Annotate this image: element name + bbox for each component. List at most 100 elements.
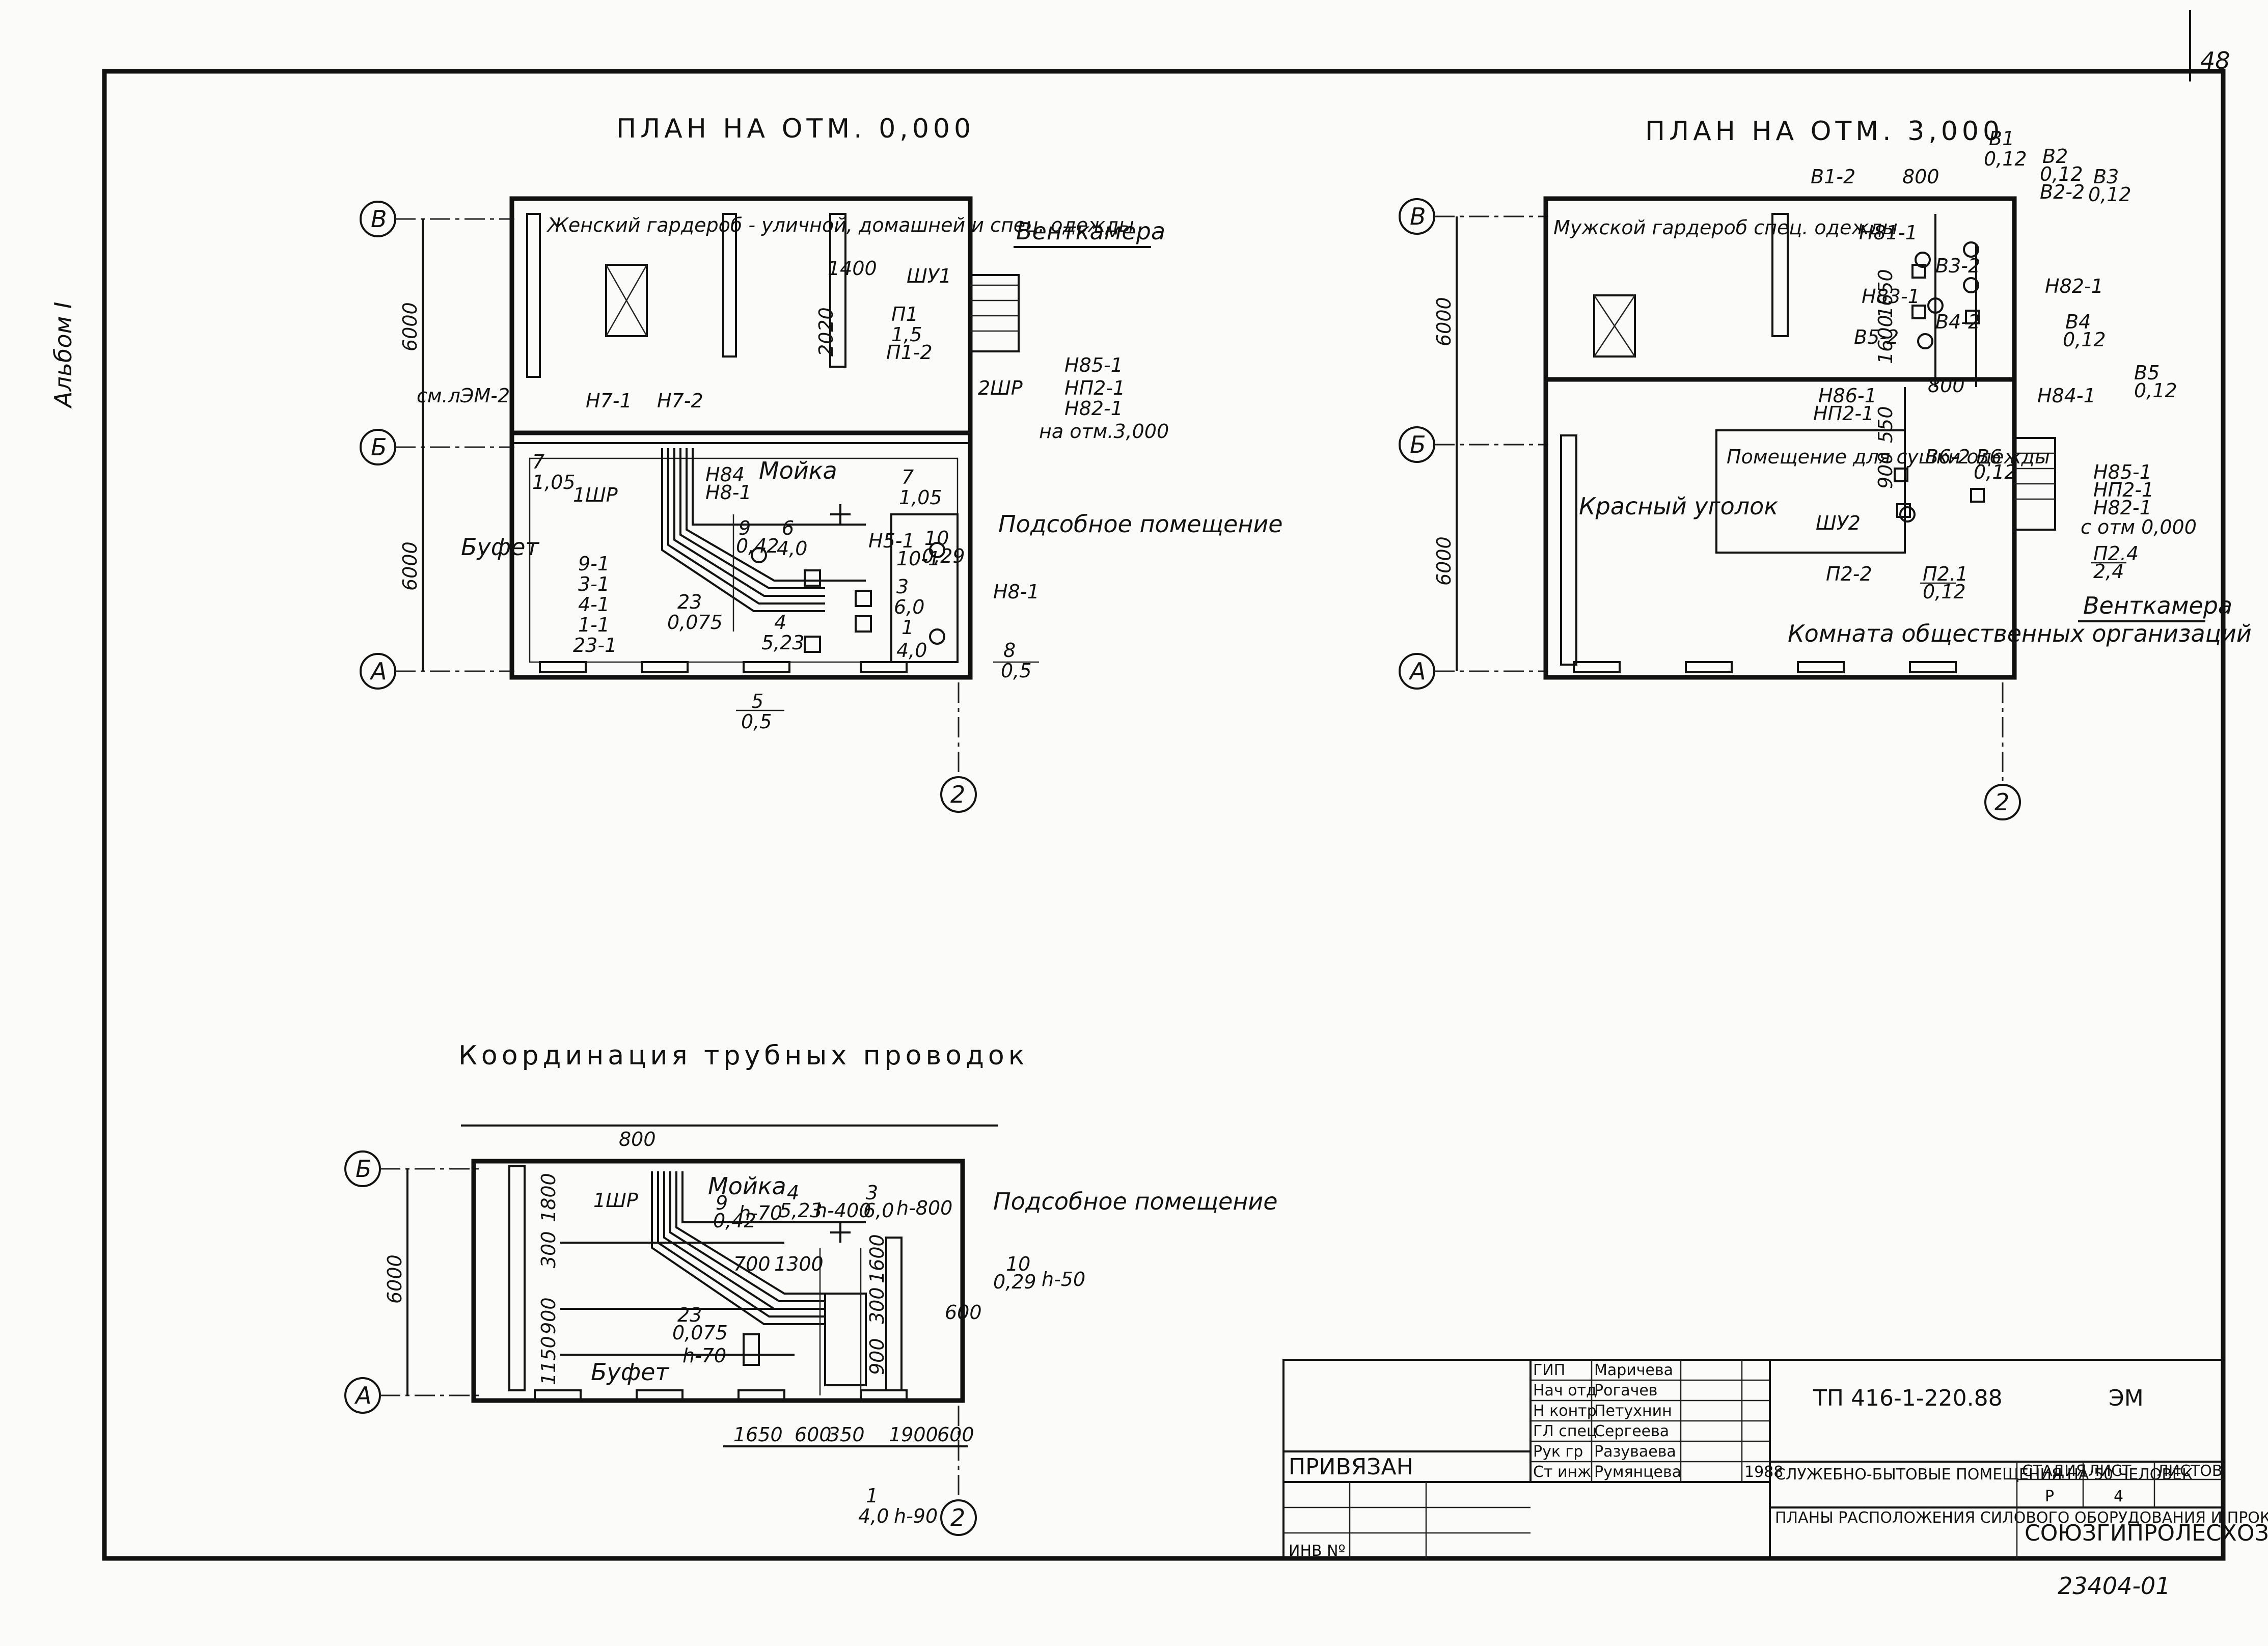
- svg-text:Н8-1: Н8-1: [993, 581, 1040, 603]
- svg-text:4: 4: [774, 611, 786, 634]
- plan1-axis-A: А: [360, 653, 514, 690]
- svg-text:1,05: 1,05: [532, 471, 576, 493]
- svg-text:В2-2: В2-2: [2040, 181, 2085, 203]
- svg-text:1650: 1650: [1874, 269, 1897, 318]
- svg-text:Сергеева: Сергеева: [1594, 1422, 1669, 1440]
- svg-text:В4-2: В4-2: [1935, 311, 1980, 333]
- plan2-room-komnata: Комната общественных организаций: [1788, 620, 2252, 647]
- svg-text:Н81-1: Н81-1: [1859, 222, 1918, 244]
- svg-text:1,05: 1,05: [899, 486, 942, 509]
- plan2-axis-V: В: [1399, 198, 1548, 235]
- svg-text:Н82-1: Н82-1: [1064, 397, 1123, 420]
- svg-text:1,5: 1,5: [891, 323, 922, 346]
- svg-text:ЛИСТОВ: ЛИСТОВ: [2157, 1462, 2222, 1480]
- plan3-walls: [461, 1124, 998, 1403]
- doc-number: 23404-01: [2058, 1572, 2170, 1600]
- svg-text:h-800: h-800: [896, 1197, 952, 1219]
- svg-text:П1: П1: [891, 303, 918, 325]
- svg-text:h-50: h-50: [1042, 1268, 1085, 1291]
- svg-text:23: 23: [677, 1304, 702, 1326]
- plan3-room-mojka: Мойка: [708, 1172, 786, 1200]
- sheet-frame: [102, 69, 2226, 1561]
- svg-text:1600: 1600: [866, 1234, 888, 1283]
- svg-text:2: 2: [1994, 788, 2009, 816]
- svg-text:0,42: 0,42: [736, 535, 779, 557]
- svg-text:В2: В2: [2042, 145, 2068, 168]
- inv-label: ИНВ Nº: [1289, 1542, 1346, 1560]
- svg-text:800: 800: [1928, 374, 1965, 397]
- plan2-room-ventkamera: Венткамера: [2083, 592, 2232, 619]
- album-label: Альбом I: [49, 302, 77, 409]
- svg-text:1: 1: [901, 616, 914, 639]
- svg-text:0,12: 0,12: [2134, 379, 2177, 402]
- svg-text:Б: Б: [356, 1155, 372, 1183]
- plan2-axis-2: 2: [1984, 682, 2021, 820]
- svg-text:9: 9: [716, 1192, 728, 1214]
- plan1-room-podsobnoe: Подсобное помещение: [998, 510, 1283, 538]
- svg-text:0,075: 0,075: [672, 1322, 728, 1344]
- svg-text:0,075: 0,075: [667, 611, 723, 634]
- svg-text:Н5-1: Н5-1: [868, 530, 915, 552]
- plan1-dim-6000a: 6000: [399, 302, 421, 351]
- svg-text:0,12: 0,12: [2088, 183, 2132, 206]
- svg-text:НП2-1: НП2-1: [1064, 377, 1125, 399]
- svg-text:h-90: h-90: [894, 1505, 938, 1527]
- svg-text:5,23: 5,23: [761, 632, 805, 654]
- svg-text:ЛИСТ: ЛИСТ: [2088, 1462, 2132, 1480]
- svg-text:1ШР: 1ШР: [593, 1189, 638, 1212]
- svg-text:1ШР: 1ШР: [573, 484, 618, 506]
- svg-text:Н84: Н84: [705, 463, 745, 486]
- svg-text:В6: В6: [1976, 446, 2002, 468]
- svg-text:0,29: 0,29: [922, 545, 965, 567]
- svg-text:4,0: 4,0: [777, 537, 807, 560]
- svg-text:10: 10: [1006, 1253, 1030, 1275]
- svg-text:Н контр: Н контр: [1533, 1402, 1597, 1420]
- plan-level-3: ПЛАН НА ОТМ. 3,000 В Б А 2 6000 6000: [1399, 116, 2252, 820]
- svg-text:В6-2: В6-2: [1925, 446, 1970, 468]
- svg-text:Ст инж: Ст инж: [1533, 1463, 1591, 1481]
- svg-text:Н84-1: Н84-1: [2037, 385, 2096, 407]
- plan2-labels: 800 800 1650 1600 900 550 В1-2 В1 0,12 В…: [1811, 127, 2197, 603]
- svg-text:0,12: 0,12: [2063, 328, 2106, 351]
- svg-text:0,42: 0,42: [713, 1210, 756, 1232]
- svg-text:на отм.3,000: на отм.3,000: [1039, 420, 1169, 443]
- svg-text:В3-2: В3-2: [1935, 255, 1980, 277]
- plan2-room-krasny: Красный уголок: [1579, 492, 1778, 520]
- svg-text:9-1: 9-1: [578, 553, 610, 575]
- svg-text:Н7-1: Н7-1: [586, 390, 632, 412]
- svg-text:0,12: 0,12: [2040, 163, 2083, 185]
- plan1-axis-V: В: [360, 201, 514, 237]
- svg-text:Румянцева: Румянцева: [1594, 1463, 1681, 1481]
- plan1-room-mojka: Мойка: [759, 457, 837, 484]
- plan2-rooms: Мужской гардероб спец. одежды Красный уг…: [1553, 216, 2252, 647]
- plan3-dim-350: 350: [828, 1423, 865, 1446]
- svg-text:4: 4: [787, 1182, 799, 1204]
- plan2-dim-6000a: 6000: [1433, 297, 1455, 346]
- svg-text:В5: В5: [2134, 362, 2160, 384]
- plan2-equipment: [1894, 214, 1985, 523]
- plan3-axis-2: 2: [940, 1406, 977, 1536]
- svg-text:В: В: [371, 205, 387, 233]
- svg-text:600: 600: [945, 1301, 982, 1324]
- plan1-axis-2: 2: [940, 682, 977, 813]
- svg-text:3-1: 3-1: [578, 573, 610, 595]
- svg-text:2020: 2020: [815, 307, 837, 356]
- svg-text:800: 800: [1902, 166, 1939, 188]
- svg-text:Б: Б: [1410, 431, 1426, 458]
- svg-text:9: 9: [739, 517, 751, 539]
- plan3-room-podsobnoe: Подсобное помещение: [993, 1188, 1278, 1215]
- svg-text:В1-2: В1-2: [1811, 166, 1855, 188]
- plan3-axis-A: А: [344, 1377, 479, 1414]
- plan-coordination: Координация трубных проводок Б А 2 6000: [344, 1040, 1278, 1536]
- svg-text:6: 6: [782, 517, 794, 539]
- svg-text:А: А: [1408, 657, 1426, 685]
- svg-text:Н82-1: Н82-1: [2093, 497, 2152, 519]
- svg-text:h-70: h-70: [682, 1345, 726, 1367]
- svg-text:1400: 1400: [828, 257, 877, 280]
- svg-text:3: 3: [866, 1182, 878, 1204]
- doc-code: ТП 416-1-220.88: [1813, 1385, 2003, 1411]
- svg-text:4,0: 4,0: [896, 639, 927, 662]
- svg-text:800: 800: [619, 1128, 656, 1150]
- plan2-walls: [1543, 196, 2056, 680]
